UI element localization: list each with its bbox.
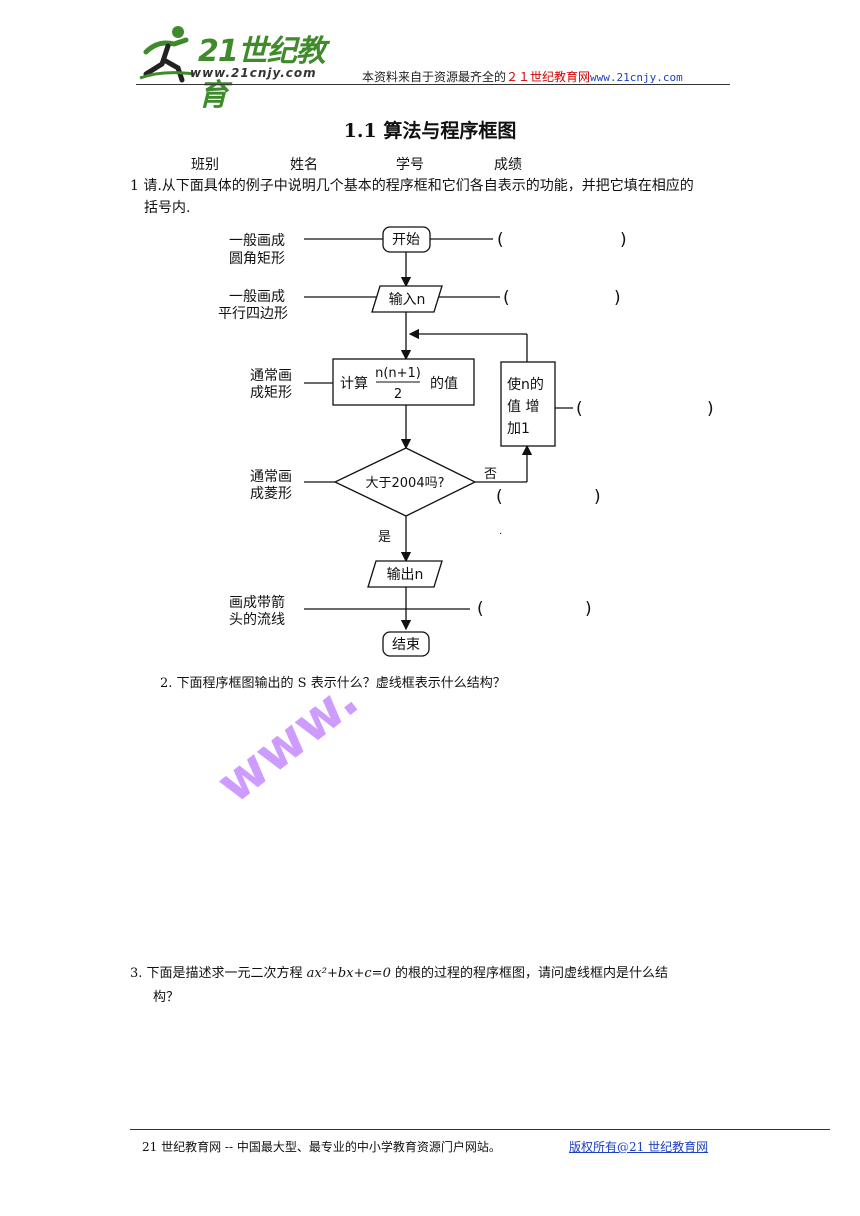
header-divider bbox=[136, 84, 730, 85]
answer-bracket-start-close: ) bbox=[620, 230, 627, 250]
answer-bracket-decision-open: ( bbox=[496, 487, 503, 507]
process-desc-2: 成矩形 bbox=[250, 385, 292, 401]
end-terminal bbox=[382, 631, 430, 657]
loop-line-2: 值 增 bbox=[507, 399, 539, 415]
decision-diamond bbox=[333, 447, 477, 517]
field-score: 成绩 bbox=[494, 157, 522, 173]
header-url-link[interactable]: www.21cnjy.com bbox=[590, 71, 683, 84]
loop-line-1: 使n的 bbox=[507, 376, 544, 393]
site-logo[interactable]: 21世纪教育 www.21cnjy.com bbox=[138, 22, 338, 113]
field-class: 班别 bbox=[191, 157, 219, 173]
logo-name: 21世纪教育 bbox=[198, 34, 326, 113]
page-title: 1.1 算法与程序框图 bbox=[343, 120, 517, 142]
answer-bracket-process-open: ( bbox=[576, 399, 583, 419]
question-2: 2. 下面程序框图输出的 S 表示什么？虚线框表示什么结构？ bbox=[160, 676, 506, 691]
decision-desc-2: 成菱形 bbox=[250, 486, 292, 502]
compute-denominator: 2 bbox=[394, 387, 402, 402]
no-label: 否 bbox=[484, 467, 497, 482]
answer-bracket-flowline-close: ) bbox=[585, 599, 592, 619]
footer-divider bbox=[130, 1129, 830, 1130]
input-parallelogram bbox=[371, 285, 443, 313]
stray-dot: . bbox=[499, 526, 502, 537]
header-brand-link[interactable]: ２１世纪教育网 bbox=[506, 70, 591, 84]
flowline-desc-2: 头的流线 bbox=[229, 612, 285, 628]
flowline-desc-1: 画成带箭 bbox=[229, 594, 285, 611]
yes-label: 是 bbox=[378, 530, 391, 545]
header-note-prefix: 本资料来自于资源最齐全的 bbox=[362, 70, 507, 84]
process-desc-1: 通常画 bbox=[250, 368, 292, 384]
start-terminal bbox=[382, 226, 431, 253]
answer-bracket-io-close: ) bbox=[614, 288, 621, 308]
question-1-line1: 1 请.从下面具体的例子中说明几个基本的程序框和它们各自表示的功能，并把它填在相… bbox=[130, 178, 694, 194]
question-3-line2: 构？ bbox=[153, 990, 180, 1005]
flowchart-diagram: 开始 输入n 计算 n(n+1) 2 的值 大于2004吗? 否 是 使n的 值… bbox=[218, 226, 714, 657]
answer-bracket-process-close: ) bbox=[707, 399, 714, 419]
field-student-id: 学号 bbox=[396, 157, 424, 173]
end-label: 结束 bbox=[392, 637, 420, 653]
start-desc-2: 圆角矩形 bbox=[229, 251, 285, 267]
watermark: www. bbox=[206, 669, 369, 815]
decision-label: 大于2004吗? bbox=[366, 476, 445, 491]
question-3-equation: ax²+bx+c=0 bbox=[306, 966, 391, 981]
answer-bracket-flowline-open: ( bbox=[477, 599, 484, 619]
input-label: 输入n bbox=[389, 292, 426, 308]
compute-prefix: 计算 bbox=[340, 376, 368, 392]
logo-url: www.21cnjy.com bbox=[190, 66, 317, 80]
question-3-prefix: 3. 下面是描述求一元二次方程 bbox=[130, 966, 307, 981]
running-figure-icon bbox=[139, 26, 195, 83]
answer-bracket-start-open: ( bbox=[497, 230, 504, 250]
header-note: 本资料来自于资源最齐全的２１世纪教育网www.21cnjy.com bbox=[362, 68, 683, 85]
decision-desc-1: 通常画 bbox=[250, 469, 292, 485]
footer-copyright-link[interactable]: 版权所有@21 世纪教育网 bbox=[569, 1140, 709, 1154]
loop-line-3: 加1 bbox=[507, 421, 530, 437]
field-name: 姓名 bbox=[290, 157, 318, 173]
watermark-text: www. bbox=[206, 669, 369, 815]
answer-bracket-io-open: ( bbox=[503, 288, 510, 308]
compute-numerator: n(n+1) bbox=[375, 366, 421, 381]
footer-text: 21 世纪教育网 -- 中国最大型、最专业的中小学教育资源门户网站。 bbox=[142, 1140, 501, 1154]
question-3-suffix: 的根的过程的程序框图，请问虚线框内是什么结 bbox=[390, 966, 668, 981]
start-desc-1: 一般画成 bbox=[229, 233, 285, 249]
compute-suffix: 的值 bbox=[430, 376, 458, 392]
output-parallelogram bbox=[367, 560, 443, 588]
answer-bracket-decision-close: ) bbox=[594, 487, 601, 507]
loop-rectangle bbox=[500, 361, 556, 447]
io-desc-2: 平行四边形 bbox=[218, 306, 288, 322]
question-1: 1 请.从下面具体的例子中说明几个基本的程序框和它们各自表示的功能，并把它填在相… bbox=[130, 175, 736, 219]
start-label: 开始 bbox=[392, 232, 420, 248]
io-desc-1: 一般画成 bbox=[229, 289, 285, 305]
question-3: 3. 下面是描述求一元二次方程 ax²+bx+c=0 的根的过程的程序框图，请问… bbox=[130, 962, 736, 1010]
question-1-line2: 括号内. bbox=[144, 200, 191, 216]
output-label: 输出n bbox=[387, 567, 424, 583]
